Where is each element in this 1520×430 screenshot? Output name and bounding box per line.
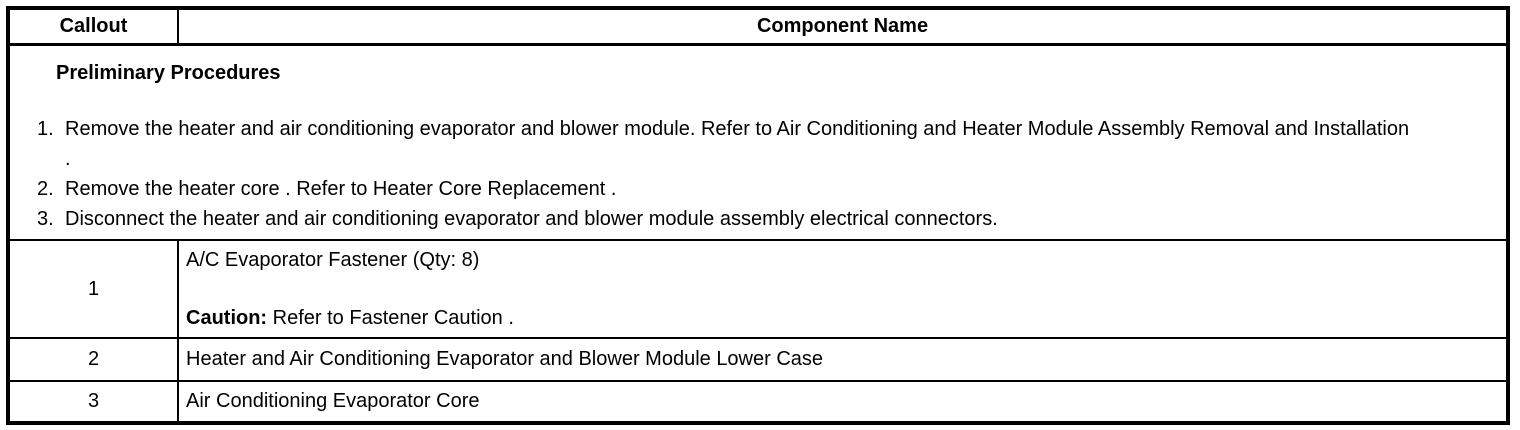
table-row-callout-2: 2 Heater and Air Conditioning Evaporator… <box>10 337 1506 380</box>
preliminary-step-1: 1. Remove the heater and air conditionin… <box>37 114 1486 174</box>
component-name-text: Heater and Air Conditioning Evaporator a… <box>186 348 824 370</box>
step-number: 3. <box>37 208 54 230</box>
callout-column-header: Callout <box>10 10 179 43</box>
callout-number: 1 <box>10 241 179 337</box>
callout-number: 2 <box>10 339 179 380</box>
component-name-column-header: Component Name <box>756 15 929 37</box>
step-text: Remove the heater and air conditioning e… <box>65 118 1410 170</box>
caution-text: Refer to Fastener Caution . <box>267 307 514 329</box>
preliminary-step-3: 3. Disconnect the heater and air conditi… <box>37 204 1486 234</box>
step-number: 1. <box>37 118 54 140</box>
table-header-row: Callout Component Name <box>10 10 1506 46</box>
callout-number: 3 <box>10 382 179 421</box>
step-number: 2. <box>37 178 54 200</box>
preliminary-steps-list: 1. Remove the heater and air conditionin… <box>37 114 1486 234</box>
preliminary-procedures-section: Preliminary Procedures 1. Remove the hea… <box>10 46 1506 239</box>
step-text: Remove the heater core . Refer to Heater… <box>65 178 617 200</box>
table-row-callout-3: 3 Air Conditioning Evaporator Core <box>10 380 1506 421</box>
table-row-callout-1: 1 A/C Evaporator Fastener (Qty: 8) Cauti… <box>10 239 1506 337</box>
caution-note: Caution: Refer to Fastener Caution . <box>186 304 1506 333</box>
preliminary-step-2: 2. Remove the heater core . Refer to Hea… <box>37 174 1486 204</box>
component-callout-table: Callout Component Name Preliminary Proce… <box>6 6 1510 425</box>
preliminary-procedures-title: Preliminary Procedures <box>56 62 281 84</box>
component-name-text: A/C Evaporator Fastener (Qty: 8) <box>186 249 480 271</box>
component-cell: A/C Evaporator Fastener (Qty: 8) Caution… <box>179 241 1506 337</box>
caution-label: Caution: <box>186 307 268 329</box>
step-text: Disconnect the heater and air conditioni… <box>65 208 998 230</box>
component-name-text: Air Conditioning Evaporator Core <box>186 390 480 412</box>
